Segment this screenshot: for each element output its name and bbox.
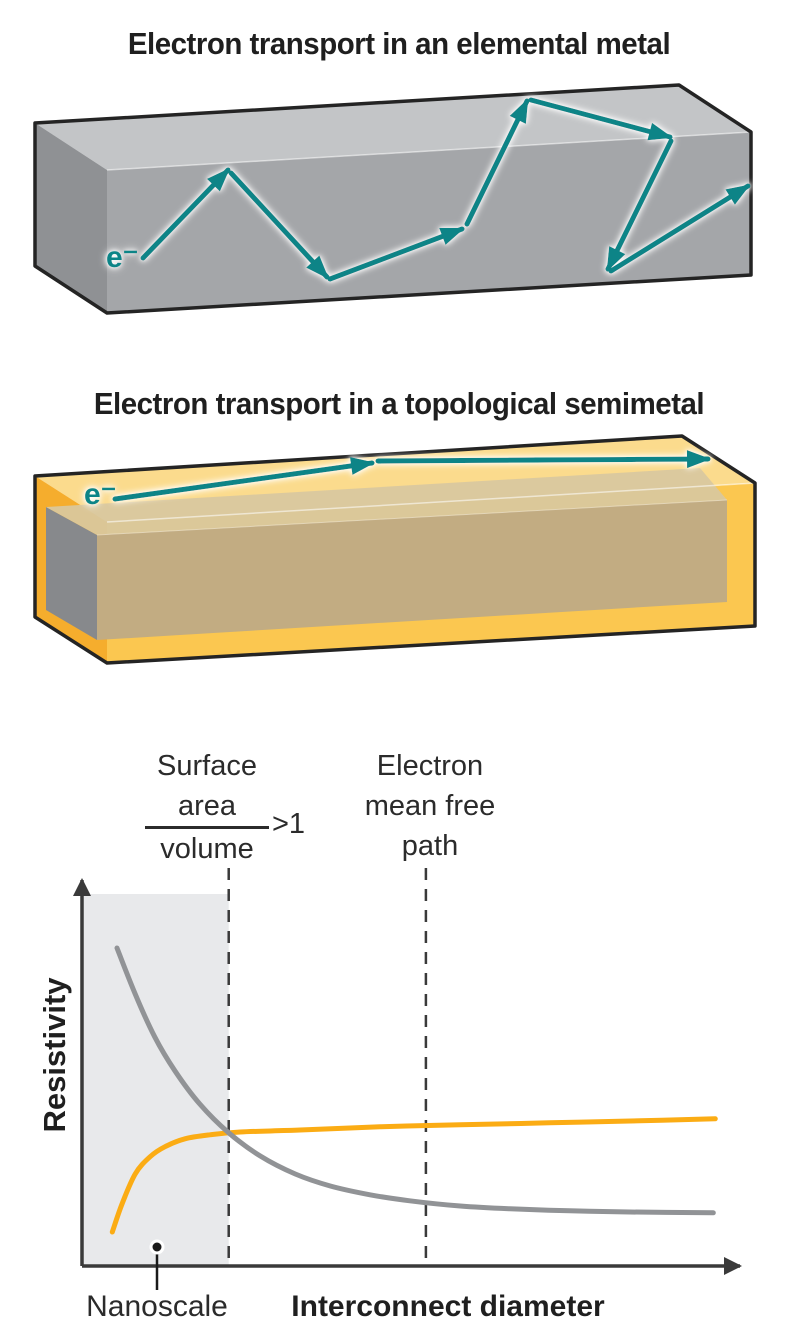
greater-than-one: >1 [272,808,306,840]
electron-scattering-arrows [140,97,751,282]
panel2-title: Electron transport in a topological semi… [93,386,705,421]
x-axis-label: Interconnect diameter [291,1290,605,1323]
metal-box-outline [33,83,753,315]
electron-label-metal: e⁻ [106,241,139,274]
electron-label-semimetal: e⁻ [84,478,117,511]
fraction-numerator: area [177,790,237,822]
metal-front-face [107,132,751,313]
metal-top-front-seam [106,131,752,171]
resistivity-chart [73,868,742,1290]
core-end-face [46,507,97,640]
mfp-line1: Electron [376,750,484,782]
surface-area-volume-annotation: Surface area volume [145,746,269,869]
metal-side-face [35,123,107,313]
mfp-line3: path [401,830,459,862]
fraction-line1: Surface [157,750,257,782]
nanoscale-shaded-region [82,894,229,1266]
curve-elemental-metal [114,945,716,1216]
mean-free-path-annotation: Electron mean free path [330,746,530,866]
fraction-denominator: volume [145,826,269,869]
elemental-metal-box [33,83,753,315]
electron-surface-arrows [112,450,711,502]
curve-topological-semimetal [109,1116,718,1235]
nanoscale-label: Nanoscale [86,1290,228,1323]
resistivity-curves [109,945,718,1235]
semimetal-box-outline [33,434,757,665]
shell-top-front-seam [106,482,756,523]
mfp-line2: mean free [364,790,496,822]
topological-semimetal-box [33,434,757,665]
metal-top-face [35,85,751,170]
panel1-title: Electron transport in an elemental metal [127,26,671,61]
core-top-face [46,468,727,535]
core-front-face [97,500,727,640]
core-top-front-seam [96,499,728,536]
threshold-dashed-lines [227,868,428,1266]
nanoscale-dot-marker [149,1239,165,1255]
y-axis-label: Resistivity [37,977,72,1133]
